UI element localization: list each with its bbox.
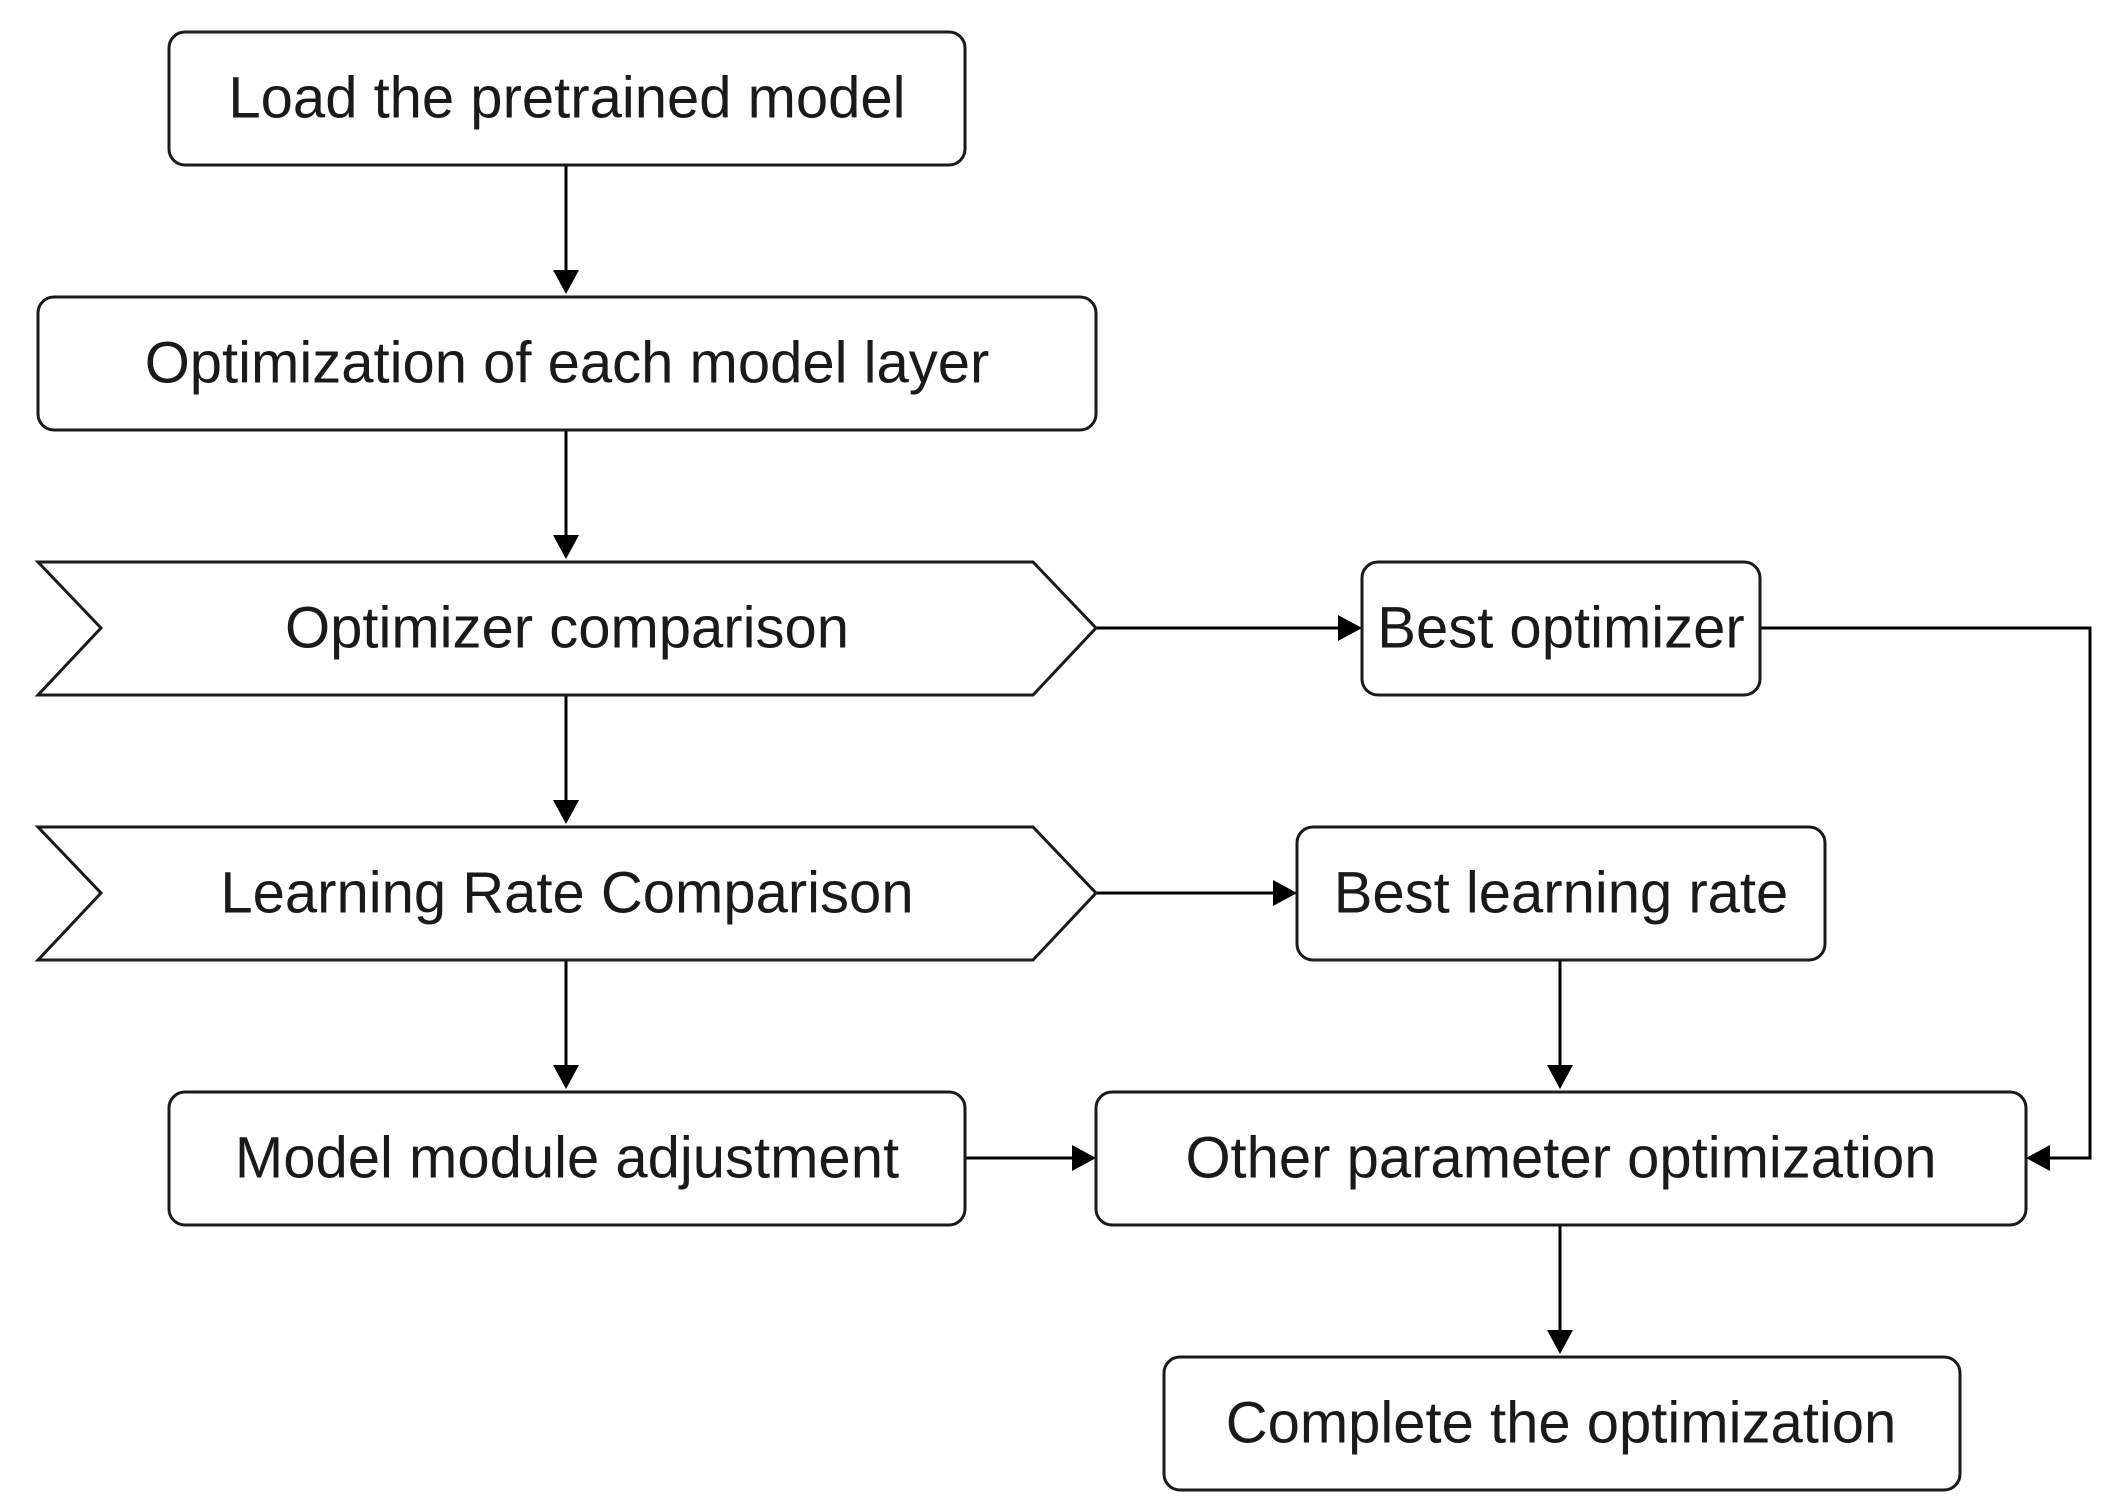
node-optimize-layers: Optimization of each model layer bbox=[36, 295, 1098, 432]
node-label: Best optimizer bbox=[1377, 596, 1744, 661]
process-box bbox=[36, 295, 1098, 432]
node-label: Optimizer comparison bbox=[285, 596, 849, 661]
step-shape bbox=[34, 825, 1099, 962]
edges bbox=[553, 165, 2092, 1354]
node-label: Load the pretrained model bbox=[228, 66, 905, 131]
arrowhead bbox=[1547, 1065, 1573, 1089]
node-label: Optimization of each model layer bbox=[145, 331, 990, 396]
arrowhead bbox=[1072, 1145, 1096, 1171]
node-best-optimizer: Best optimizer bbox=[1360, 560, 1762, 697]
node-label: Model module adjustment bbox=[235, 1126, 899, 1191]
node-label: Complete the optimization bbox=[1226, 1391, 1897, 1456]
process-box bbox=[167, 30, 967, 167]
process-box bbox=[1360, 560, 1762, 697]
edge-best-optimizer-to-other-params bbox=[1760, 626, 2092, 1160]
node-other-params: Other parameter optimization bbox=[1094, 1090, 2028, 1227]
arrowhead bbox=[1338, 615, 1362, 641]
node-label: Learning Rate Comparison bbox=[220, 861, 913, 926]
arrowhead bbox=[553, 535, 579, 559]
arrowhead bbox=[553, 800, 579, 824]
arrowhead bbox=[553, 270, 579, 294]
step-shape bbox=[34, 560, 1099, 697]
process-box bbox=[1094, 1090, 2028, 1227]
process-box bbox=[167, 1090, 967, 1227]
arrowhead bbox=[2026, 1145, 2050, 1171]
arrowhead bbox=[1273, 880, 1297, 906]
node-best-lr: Best learning rate bbox=[1295, 825, 1827, 962]
node-complete: Complete the optimization bbox=[1162, 1355, 1962, 1492]
node-optimizer-comparison: Optimizer comparison bbox=[34, 560, 1099, 697]
arrowhead bbox=[553, 1065, 579, 1089]
process-box bbox=[1295, 825, 1827, 962]
node-load-model: Load the pretrained model bbox=[167, 30, 967, 167]
process-box bbox=[1162, 1355, 1962, 1492]
node-lr-comparison: Learning Rate Comparison bbox=[34, 825, 1099, 962]
node-label: Other parameter optimization bbox=[1185, 1126, 1936, 1191]
node-module-adjustment: Model module adjustment bbox=[167, 1090, 967, 1227]
node-label: Best learning rate bbox=[1334, 861, 1789, 926]
arrowhead bbox=[1547, 1330, 1573, 1354]
